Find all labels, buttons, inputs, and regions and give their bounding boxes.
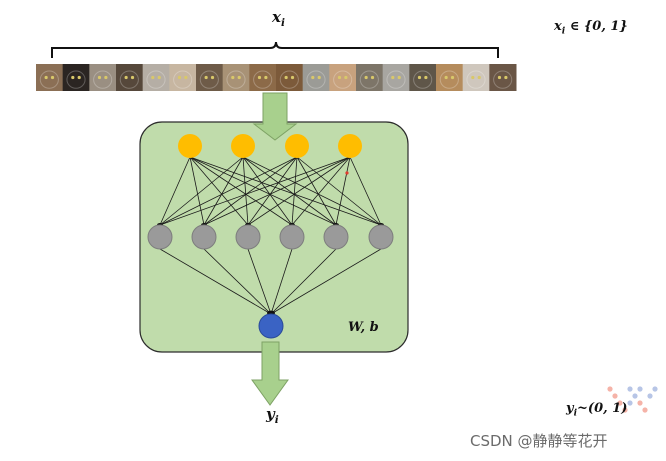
edge — [242, 156, 337, 226]
edge — [296, 156, 337, 226]
hidden-node — [368, 224, 394, 250]
hidden-node — [323, 224, 349, 250]
cat-image — [36, 64, 64, 91]
edge — [203, 156, 298, 226]
cat-image — [329, 64, 357, 91]
params-label: W, b — [348, 320, 379, 335]
cat-image — [462, 64, 490, 91]
cat-image — [489, 64, 517, 91]
edge — [247, 156, 298, 226]
cat-image — [249, 64, 277, 91]
edge — [270, 248, 293, 315]
input-node — [231, 134, 255, 158]
edge — [189, 156, 293, 226]
edge — [189, 156, 337, 226]
edge — [291, 156, 298, 226]
cat-image — [356, 64, 384, 91]
cat-image — [169, 64, 197, 91]
cat-image — [116, 64, 144, 91]
edge — [247, 248, 272, 315]
cat-image — [222, 64, 250, 91]
edge — [189, 156, 249, 226]
output-node — [258, 313, 284, 339]
edge — [242, 156, 382, 226]
edge — [270, 248, 337, 315]
edge — [335, 156, 351, 226]
input-brace — [51, 41, 499, 58]
cat-image-strip — [36, 64, 517, 91]
input-arrow — [252, 92, 298, 141]
edge — [203, 248, 272, 315]
input-node — [285, 134, 309, 158]
watermark-logo — [607, 386, 658, 413]
edge — [270, 248, 382, 315]
edge-marker — [345, 171, 349, 175]
hidden-node — [279, 224, 305, 250]
cat-image — [436, 64, 464, 91]
edge — [159, 156, 191, 226]
network-edges — [157, 156, 384, 316]
edge — [296, 156, 382, 226]
hidden-node — [191, 224, 217, 250]
input-domain-label: xi ∈ {0, 1} — [554, 19, 628, 37]
output-arrow — [251, 341, 289, 406]
edge — [159, 248, 272, 315]
cat-image — [382, 64, 410, 91]
output-label: yi — [266, 405, 279, 426]
edge — [203, 156, 351, 226]
edge — [159, 156, 351, 226]
cat-image — [409, 64, 437, 91]
cat-image — [62, 64, 90, 91]
edge — [242, 156, 249, 226]
input-node — [338, 134, 362, 158]
edge — [247, 156, 351, 226]
watermark-text: CSDN @静静等花开 — [470, 432, 608, 450]
cat-image — [89, 64, 117, 91]
cat-image — [196, 64, 224, 91]
edge — [349, 156, 382, 226]
edge — [189, 156, 382, 226]
input-label: xi — [272, 8, 285, 29]
edge — [159, 156, 244, 226]
edge — [189, 156, 205, 226]
cat-image — [302, 64, 330, 91]
edge — [203, 156, 244, 226]
hidden-node — [235, 224, 261, 250]
cat-image — [142, 64, 170, 91]
network-nodes — [147, 134, 394, 339]
output-range-label: yi~(0, 1) — [566, 401, 628, 419]
hidden-node — [147, 224, 173, 250]
cat-image — [276, 64, 304, 91]
edge — [242, 156, 293, 226]
input-node — [178, 134, 202, 158]
edge — [159, 156, 298, 226]
edge — [291, 156, 351, 226]
